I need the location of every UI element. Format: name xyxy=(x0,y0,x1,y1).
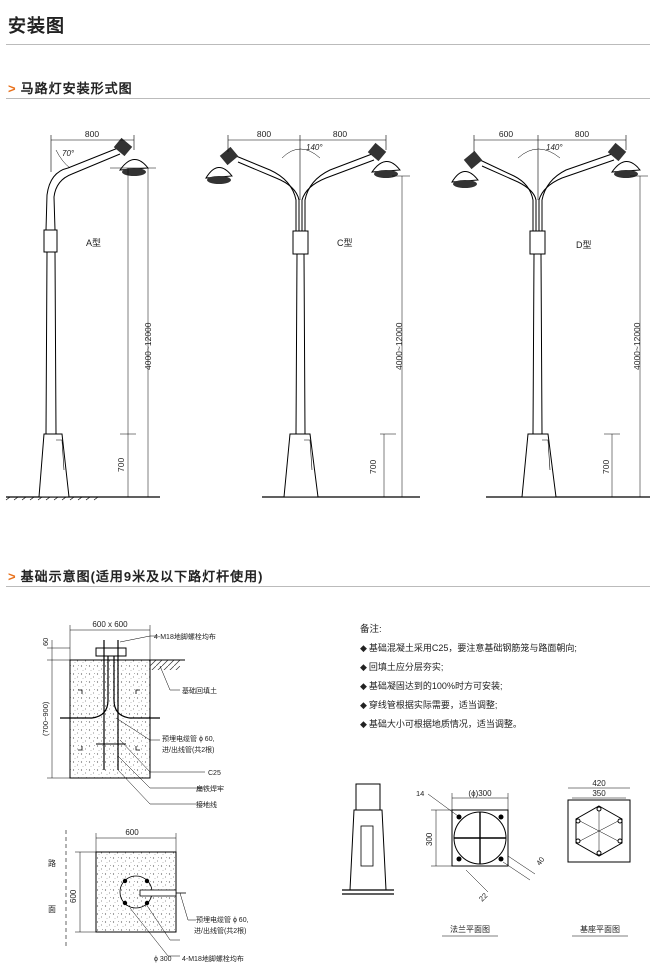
pole-a: 800 70° A型 4000~12000 700 xyxy=(5,129,160,501)
label-conduit-2: 进/出线管(共2根) xyxy=(162,745,215,754)
label-backfill: 基础回填土 xyxy=(182,686,217,695)
dim-800: 800 xyxy=(85,129,99,139)
lamp-head-icon xyxy=(607,142,641,178)
section-divider xyxy=(6,98,650,99)
label-conduit: 预埋电缆管 ϕ 60, xyxy=(162,734,215,743)
dim-600: 600 xyxy=(499,129,513,139)
road-label: 路 xyxy=(48,858,56,868)
page-title: 安装图 xyxy=(8,16,65,36)
flange-caption: 法兰平面图 xyxy=(450,924,490,934)
dim-600x600: 600 x 600 xyxy=(92,620,128,629)
label-conduit: 预埋电缆管 ϕ 60, xyxy=(196,915,249,924)
dim-diameter: (ϕ)300 xyxy=(468,789,492,798)
pole-c-label: C型 xyxy=(337,238,353,248)
dim-60: 60 xyxy=(41,638,50,646)
dim-base: 700 xyxy=(601,460,611,474)
label-ground: 接地线 xyxy=(196,800,217,809)
dim-300: 300 xyxy=(425,832,434,846)
notes-block: 备注: 基础混凝土采用C25，要注意基础钢筋笼与路面朝向; 回填土应分层夯实; … xyxy=(360,620,577,734)
section-header-installation: >马路灯安装形式图 xyxy=(8,78,133,97)
label-bolt: 4-M18地脚螺栓均布 xyxy=(182,954,244,963)
note-item: 基础凝固达到的100%时方可安装; xyxy=(360,677,577,696)
dim-22: 22 xyxy=(477,891,489,903)
dim-800: 800 xyxy=(257,129,271,139)
foundation-section: 600 x 600 60 (700~900) 4-M18地脚螺栓均布 基础回填土… xyxy=(41,620,224,809)
label-bolt: 4-M18地脚螺栓均布 xyxy=(154,632,216,641)
section-title: 基础示意图(适用9米及以下路灯杆使用) xyxy=(20,569,264,584)
section-header-foundation: >基础示意图(适用9米及以下路灯杆使用) xyxy=(8,566,263,585)
dim-base: 700 xyxy=(116,458,126,472)
pole-d: 600 800 140° D型 4000~12000 700 xyxy=(451,129,650,498)
angle-140: 140° xyxy=(546,143,563,152)
dim-600: 600 xyxy=(125,828,139,837)
angle-70: 70° xyxy=(62,149,75,158)
lamp-head-icon xyxy=(205,146,239,184)
dim-40: 40 xyxy=(534,855,546,867)
dim-800: 800 xyxy=(333,129,347,139)
section-title: 马路灯安装形式图 xyxy=(20,81,133,96)
pole-d-label: D型 xyxy=(576,240,592,250)
section-divider xyxy=(6,586,650,587)
pole-c: 800 800 140° C型 4000~12000 700 xyxy=(205,129,420,498)
foundation-plan: 600 600 路 面 预埋电缆管 ϕ 60, 进/出线管(共2根) ϕ 300… xyxy=(48,828,249,963)
section-arrow: > xyxy=(8,81,17,96)
section-arrow: > xyxy=(8,569,17,584)
pole-a-label: A型 xyxy=(86,238,101,248)
dim-height: 4000~12000 xyxy=(394,322,404,370)
note-item: 基础大小可根据地质情况，适当调整。 xyxy=(360,715,577,734)
label-diameter: ϕ 300 xyxy=(154,956,172,963)
base-caption: 基座平面图 xyxy=(580,924,620,934)
dim-height: 4000~12000 xyxy=(143,322,153,370)
road-label: 面 xyxy=(48,905,56,914)
note-item: 穿线管根据实际需要，适当调整; xyxy=(360,696,577,715)
base-plate-plan: 420 350 基座平面图 xyxy=(567,779,631,937)
dim-800: 800 xyxy=(575,129,589,139)
lamp-head-icon xyxy=(451,150,483,188)
pole-base-elevation xyxy=(342,783,394,895)
dim-14: 14 xyxy=(416,789,424,798)
label-conduit-2: 进/出线管(共2根) xyxy=(194,926,247,935)
dim-base: 700 xyxy=(368,460,378,474)
dim-420: 420 xyxy=(592,779,606,788)
lamp-head-icon xyxy=(113,137,149,176)
note-item: 回填土应分层夯实; xyxy=(360,658,577,677)
dim-700-900: (700~900) xyxy=(41,701,50,736)
notes-heading: 备注: xyxy=(360,624,382,635)
dim-height: 4000~12000 xyxy=(632,322,642,370)
note-item: 基础混凝土采用C25，要注意基础钢筋笼与路面朝向; xyxy=(360,639,577,658)
label-flat-steel: 扁铁焊牢 xyxy=(196,784,224,793)
title-divider xyxy=(6,44,650,45)
flange-plan: (ϕ)300 14 300 40 22 法兰平面图 xyxy=(416,789,546,937)
angle-140: 140° xyxy=(306,143,323,152)
label-c25: C25 xyxy=(208,770,221,777)
dim-350: 350 xyxy=(592,789,606,798)
dim-600: 600 xyxy=(69,889,78,903)
